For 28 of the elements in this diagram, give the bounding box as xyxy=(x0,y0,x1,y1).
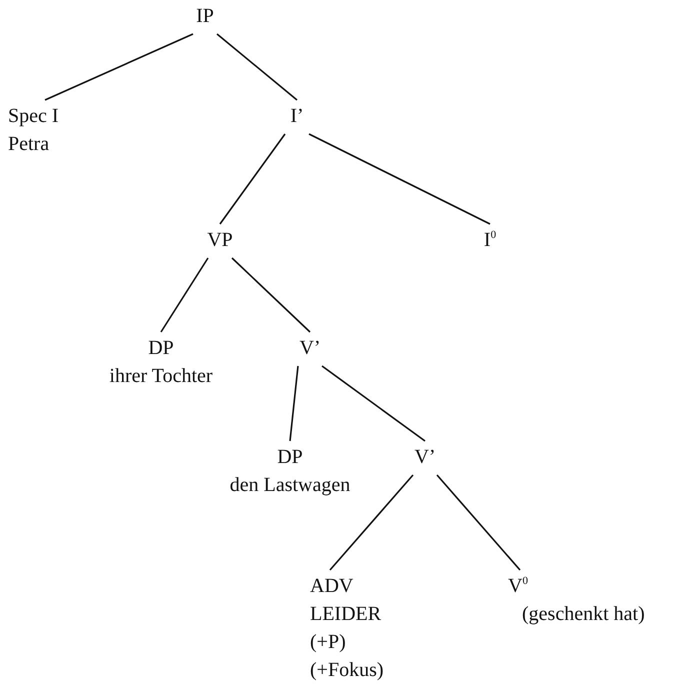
tree-branch xyxy=(308,133,490,225)
node-word: ihrer Tochter xyxy=(109,364,213,389)
node-word: Petra xyxy=(8,132,50,157)
node-word: (+Fokus) xyxy=(310,658,384,683)
node-label: DP xyxy=(277,445,303,470)
tree-branch xyxy=(289,366,299,442)
tree-branch xyxy=(436,474,521,571)
node-label: ADV xyxy=(310,574,354,599)
node-label: V$^{0}$ xyxy=(508,574,528,599)
tree-branch xyxy=(160,258,209,332)
tree-branch xyxy=(322,365,426,442)
node-label: DP xyxy=(148,336,174,361)
node-label: V’ xyxy=(299,336,321,361)
tree-branch xyxy=(44,33,194,101)
node-label: VP xyxy=(207,228,233,253)
node-label: V’ xyxy=(414,445,436,470)
tree-branch xyxy=(216,33,298,101)
node-label: IP xyxy=(196,4,214,29)
node-label: Spec I xyxy=(8,104,59,129)
tree-branch xyxy=(219,134,286,224)
node-word: (geschenkt hat) xyxy=(521,602,645,627)
node-label: I’ xyxy=(290,104,304,129)
node-label: I$^{0}$ xyxy=(484,228,496,253)
node-word: (+P) xyxy=(310,630,346,655)
node-word: den Lastwagen xyxy=(230,473,350,498)
node-word: LEIDER xyxy=(310,602,382,627)
tree-branch xyxy=(231,257,311,333)
tree-branch xyxy=(329,474,414,571)
